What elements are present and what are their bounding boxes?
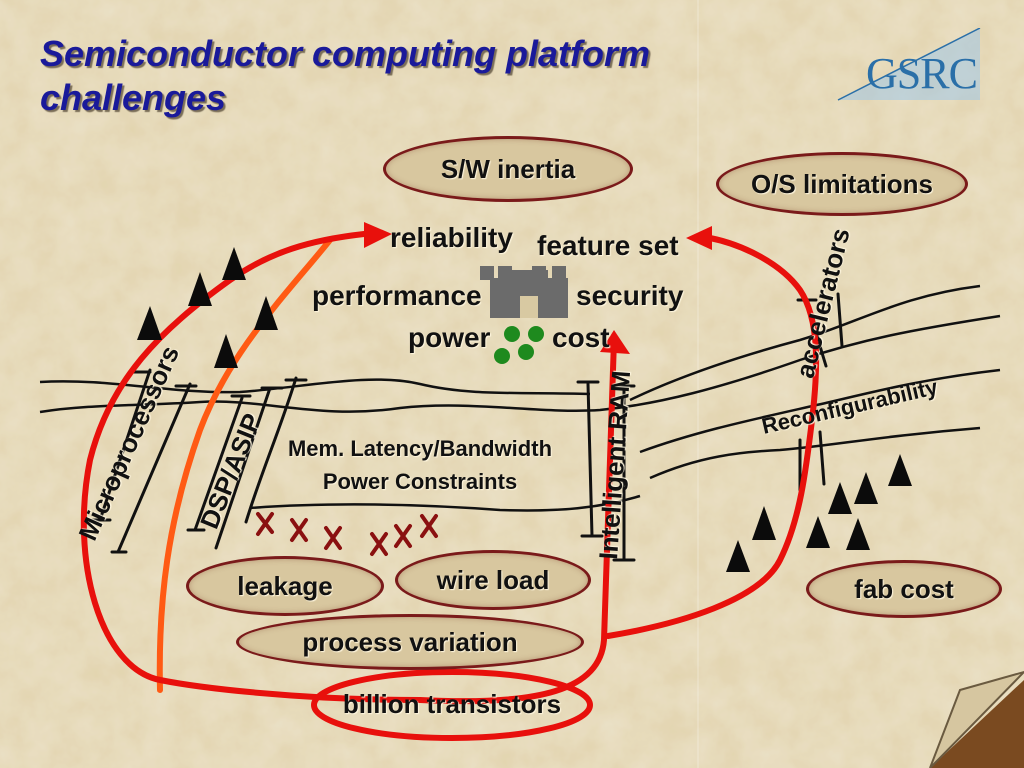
goal-cost: cost	[552, 322, 610, 353]
path-brackets	[90, 292, 844, 562]
os-limitations-oval: O/S limitations	[716, 152, 968, 216]
goal-performance: performance	[312, 280, 482, 311]
mountain-icon	[137, 247, 912, 572]
billion-transistors-ring	[311, 669, 593, 741]
red-path-left	[80, 231, 423, 703]
goal-feature-set: feature set	[537, 230, 679, 261]
red-path-right	[605, 235, 820, 639]
red-path-center	[417, 337, 617, 705]
constraints-text: Mem. Latency/Bandwidth Power Constraints	[260, 432, 580, 498]
goal-security: security	[576, 280, 684, 311]
arrow-heads	[364, 222, 712, 354]
process-variation-oval: process variation	[236, 614, 584, 670]
goal-power: power	[408, 322, 491, 353]
goal-reliability: reliability	[390, 222, 513, 253]
slide-title: Semiconductor computing platform challen…	[40, 32, 720, 120]
wire-load-oval: wire load	[395, 550, 591, 610]
cost-dots-icon	[494, 326, 544, 364]
terrain-lines	[39, 284, 1001, 512]
leakage-oval: leakage	[186, 556, 384, 616]
x-mark-icon	[256, 512, 438, 556]
title-line-2: challenges	[40, 77, 227, 118]
billion-transistors-label: billion transistors	[342, 688, 562, 719]
constraint-memory: Mem. Latency/Bandwidth	[287, 436, 553, 461]
fab-cost-oval: fab cost	[806, 560, 1002, 618]
page-curl-icon	[929, 670, 1024, 768]
logo-text: GSRC	[866, 49, 978, 98]
constraint-power: Power Constraints	[322, 469, 518, 494]
sw-inertia-oval: S/W inertia	[383, 136, 633, 202]
castle-icon	[480, 266, 568, 318]
orange-path	[156, 237, 333, 693]
gsrc-logo: GSRC	[830, 28, 1000, 108]
title-line-1: Semiconductor computing platform	[40, 33, 651, 74]
arrow-paths	[80, 231, 820, 705]
